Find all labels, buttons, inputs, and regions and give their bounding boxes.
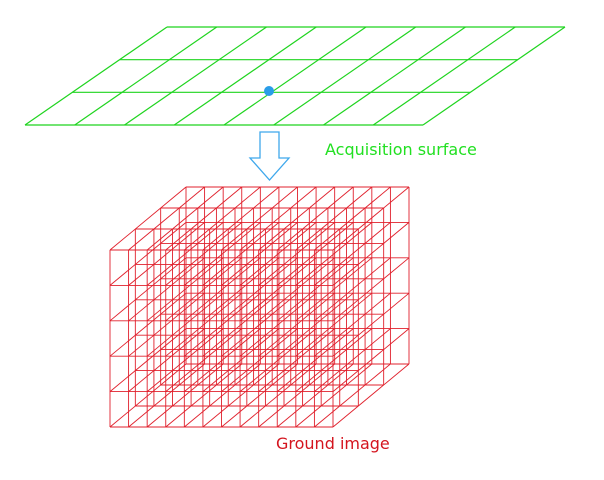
acquisition-surface-grid bbox=[24, 26, 566, 126]
grid-column-line bbox=[173, 26, 317, 126]
voxel-depth-edge bbox=[332, 257, 410, 322]
voxel-depth-edge bbox=[128, 363, 205, 428]
voxel-depth-edge bbox=[202, 328, 280, 392]
voxel-depth-edge bbox=[314, 222, 391, 286]
voxel-depth-edge bbox=[276, 222, 354, 286]
voxel-depth-edge bbox=[146, 222, 224, 286]
grid-column-line bbox=[74, 26, 218, 126]
voxel-depth-edge bbox=[146, 257, 224, 322]
voxel-depth-edge bbox=[295, 222, 373, 286]
voxel-depth-edge bbox=[314, 257, 391, 322]
voxel-depth-edge bbox=[146, 328, 224, 392]
voxel-depth-edge bbox=[332, 292, 410, 357]
voxel-depth-edge bbox=[258, 222, 335, 286]
voxel-depth-edge bbox=[314, 292, 391, 357]
voxel-depth-edge bbox=[202, 363, 280, 428]
voxel-depth-edge bbox=[239, 328, 317, 392]
voxel-depth-edge bbox=[128, 222, 205, 286]
voxel-depth-edge bbox=[109, 222, 187, 286]
voxel-depth-edge bbox=[202, 292, 280, 357]
voxel-depth-edge bbox=[332, 328, 410, 392]
voxel-depth-edge bbox=[276, 186, 354, 251]
voxel-depth-edge bbox=[146, 292, 224, 357]
voxel-depth-edge bbox=[184, 186, 261, 251]
voxel-depth-edge bbox=[221, 363, 298, 428]
voxel-depth-edge bbox=[165, 186, 243, 251]
voxel-depth-edge bbox=[332, 363, 410, 428]
voxel-depth-edge bbox=[184, 292, 261, 357]
voxel-depth-edge bbox=[258, 328, 335, 392]
grid-column-line bbox=[273, 26, 417, 126]
voxel-depth-edge bbox=[109, 292, 187, 357]
voxel-depth-edge bbox=[128, 186, 205, 251]
voxel-depth-edge bbox=[202, 186, 280, 251]
voxel-depth-edge bbox=[258, 257, 335, 322]
voxel-depth-edge bbox=[239, 257, 317, 322]
voxel-depth-edge bbox=[165, 363, 243, 428]
voxel-depth-edge bbox=[165, 257, 243, 322]
voxel-depth-edge bbox=[109, 363, 187, 428]
voxel-depth-edge bbox=[128, 257, 205, 322]
grid-column-line bbox=[124, 26, 267, 126]
acquisition-surface-label: Acquisition surface bbox=[325, 140, 477, 159]
voxel-depth-edge bbox=[258, 186, 335, 251]
voxel-depth-edge bbox=[146, 363, 224, 428]
grid-column-line bbox=[323, 26, 466, 126]
voxel-depth-edge bbox=[184, 257, 261, 322]
voxel-depth-edge bbox=[221, 222, 298, 286]
voxel-depth-edge bbox=[221, 257, 298, 322]
voxel-depth-edge bbox=[239, 186, 317, 251]
ground-image-volume bbox=[109, 186, 410, 428]
voxel-depth-edge bbox=[276, 328, 354, 392]
voxel-depth-edge bbox=[239, 292, 317, 357]
voxel-depth-edge bbox=[165, 222, 243, 286]
voxel-depth-edge bbox=[276, 257, 354, 322]
voxel-depth-edge bbox=[165, 292, 243, 357]
voxel-depth-edge bbox=[314, 363, 391, 428]
voxel-depth-edge bbox=[184, 328, 261, 392]
ground-image-label: Ground image bbox=[276, 434, 390, 453]
voxel-depth-edge bbox=[276, 363, 354, 428]
voxel-depth-edge bbox=[332, 222, 410, 286]
voxel-depth-edge bbox=[239, 222, 317, 286]
voxel-depth-edge bbox=[109, 186, 187, 251]
voxel-depth-edge bbox=[295, 363, 373, 428]
voxel-depth-edge bbox=[165, 328, 243, 392]
voxel-depth-edge bbox=[184, 222, 261, 286]
voxel-depth-edge bbox=[109, 257, 187, 322]
voxel-depth-edge bbox=[146, 186, 224, 251]
voxel-depth-edge bbox=[184, 363, 261, 428]
grid-column-line bbox=[422, 26, 566, 126]
voxel-depth-edge bbox=[221, 292, 298, 357]
voxel-depth-edge bbox=[128, 328, 205, 392]
voxel-depth-edge bbox=[221, 186, 298, 251]
voxel-depth-edge bbox=[314, 186, 391, 251]
voxel-depth-edge bbox=[258, 292, 335, 357]
voxel-depth-edge bbox=[314, 328, 391, 392]
voxel-depth-edge bbox=[295, 328, 373, 392]
grid-column-line bbox=[372, 26, 516, 126]
voxel-depth-edge bbox=[239, 363, 317, 428]
voxel-depth-edge bbox=[202, 222, 280, 286]
grid-column-line bbox=[24, 26, 168, 126]
down-arrow-icon bbox=[248, 131, 291, 181]
voxel-depth-edge bbox=[128, 292, 205, 357]
voxel-depth-edge bbox=[295, 292, 373, 357]
voxel-depth-edge bbox=[276, 292, 354, 357]
center-point-marker bbox=[264, 86, 274, 96]
voxel-depth-edge bbox=[221, 328, 298, 392]
voxel-depth-edge bbox=[295, 257, 373, 322]
voxel-depth-edge bbox=[109, 328, 187, 392]
grid-column-line bbox=[223, 26, 367, 126]
voxel-depth-edge bbox=[202, 257, 280, 322]
voxel-depth-edge bbox=[295, 186, 373, 251]
voxel-depth-edge bbox=[258, 363, 335, 428]
voxel-depth-edge bbox=[332, 186, 410, 251]
